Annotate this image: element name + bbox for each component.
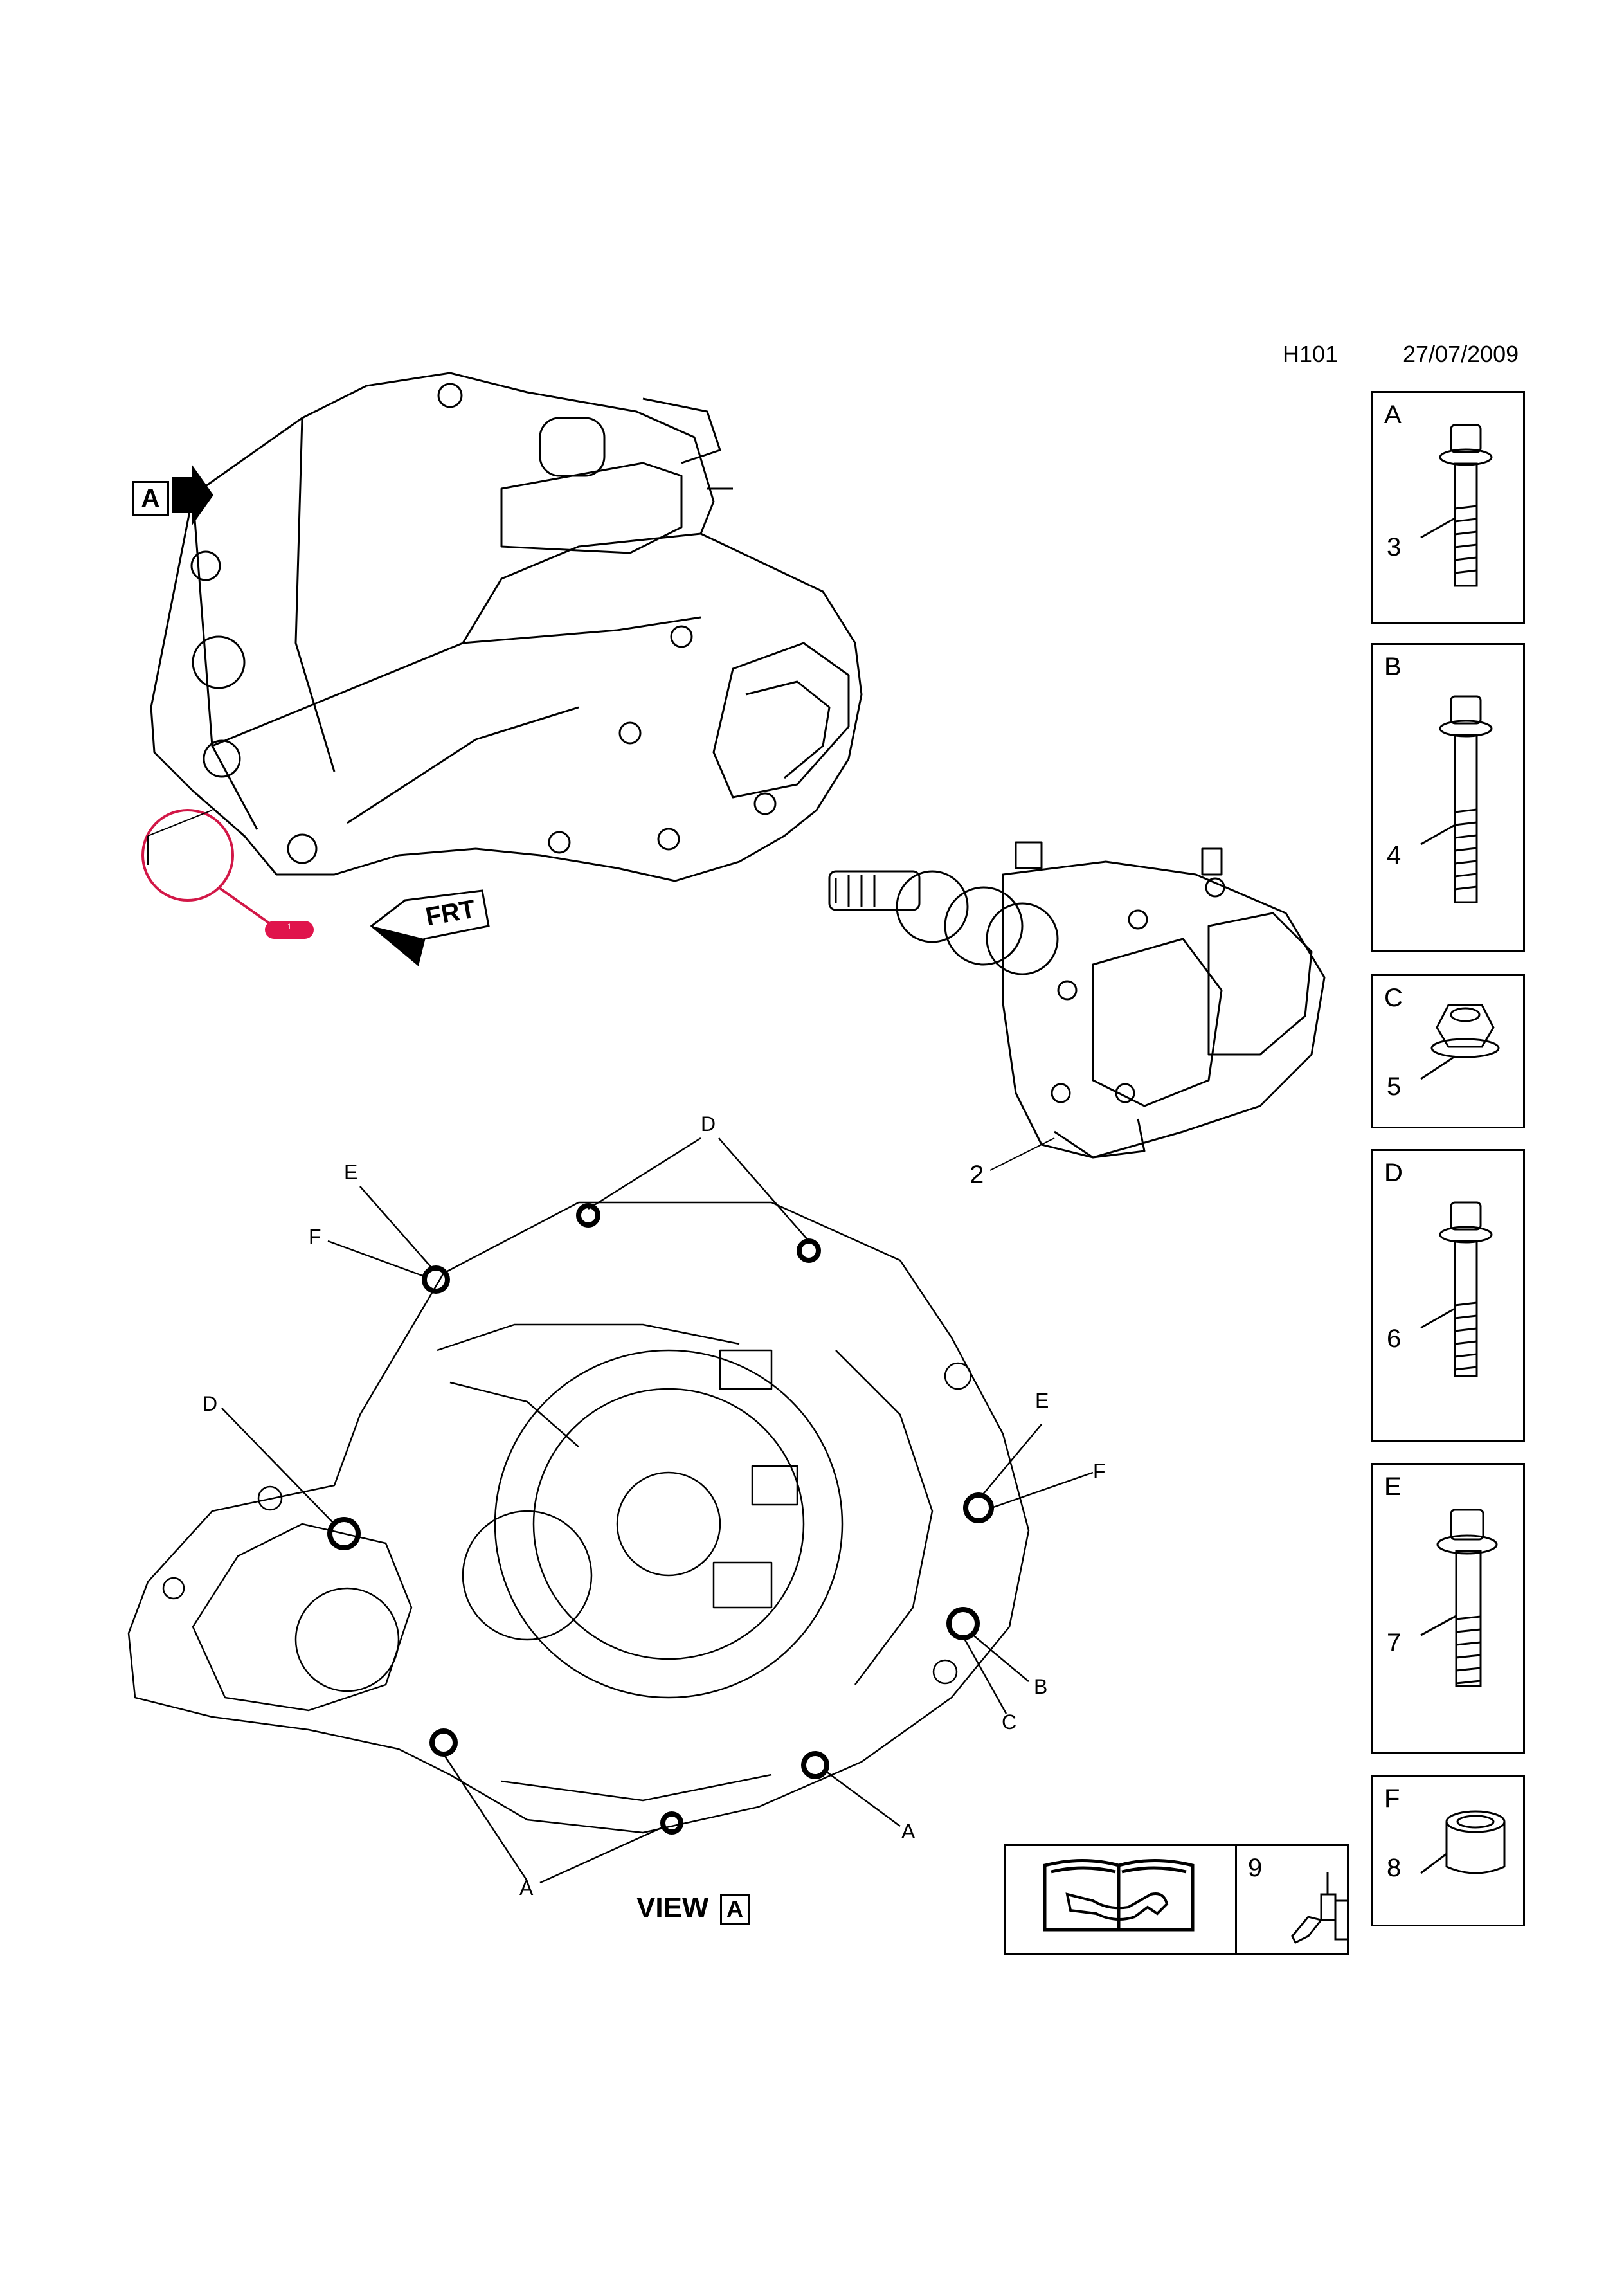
legend-letter-c: C [1384,984,1403,1012]
legend-box-b: B 4 [1371,643,1525,952]
bolt-icon [1420,1509,1498,1687]
legend-box-e: E 7 [1371,1463,1525,1754]
legend-letter-e: E [1384,1473,1402,1501]
legend-box-d: D 6 [1371,1149,1525,1442]
legend-number-3: 3 [1387,533,1402,561]
label-f-top: F [309,1225,321,1248]
legend-box-c: C 5 [1371,974,1525,1128]
view-title-marker: A [720,1894,750,1925]
view-title: VIEW [636,1892,709,1923]
panel-divider [1235,1846,1237,1953]
callout-assembly-number: 2 [970,1161,984,1189]
legend-number-8: 8 [1387,1854,1402,1882]
instruction-panel: 9 [1004,1844,1349,1955]
legend-box-a: A 3 [1371,391,1525,624]
label-f-right: F [1093,1460,1106,1483]
legend-letter-b: B [1384,653,1402,681]
legend-letter-d: D [1384,1159,1403,1187]
bolt-icon [1420,424,1493,587]
sleeve-icon [1420,1810,1506,1874]
manual-book-icon [1043,1859,1195,1932]
label-c-right: C [1002,1710,1017,1734]
long-bolt-icon [1420,695,1493,903]
label-d-left: D [203,1392,218,1415]
diagram-date: 27/07/2009 [1403,341,1519,367]
label-e-top: E [344,1161,358,1184]
nut-icon [1420,1004,1500,1080]
label-e-right: E [1035,1389,1049,1412]
diagram-code: H101 [1283,341,1339,367]
label-b-right: B [1034,1675,1048,1698]
label-d-top: D [701,1112,716,1136]
label-a-bottom-right: A [901,1820,916,1843]
legend-letter-a: A [1384,401,1402,429]
legend-number-4: 4 [1387,841,1402,869]
item-number-9: 9 [1248,1854,1263,1882]
callout-badge-number: 1 [287,922,292,931]
legend-letter-f: F [1384,1784,1400,1813]
legend-box-f: F 8 [1371,1775,1525,1926]
legend-number-6: 6 [1387,1325,1402,1353]
view-a-marker: A [132,481,169,516]
bolt-icon [1420,1201,1493,1377]
label-a-bottom-left: A [519,1876,534,1899]
legend-number-5: 5 [1387,1073,1402,1101]
legend-number-7: 7 [1387,1629,1402,1657]
